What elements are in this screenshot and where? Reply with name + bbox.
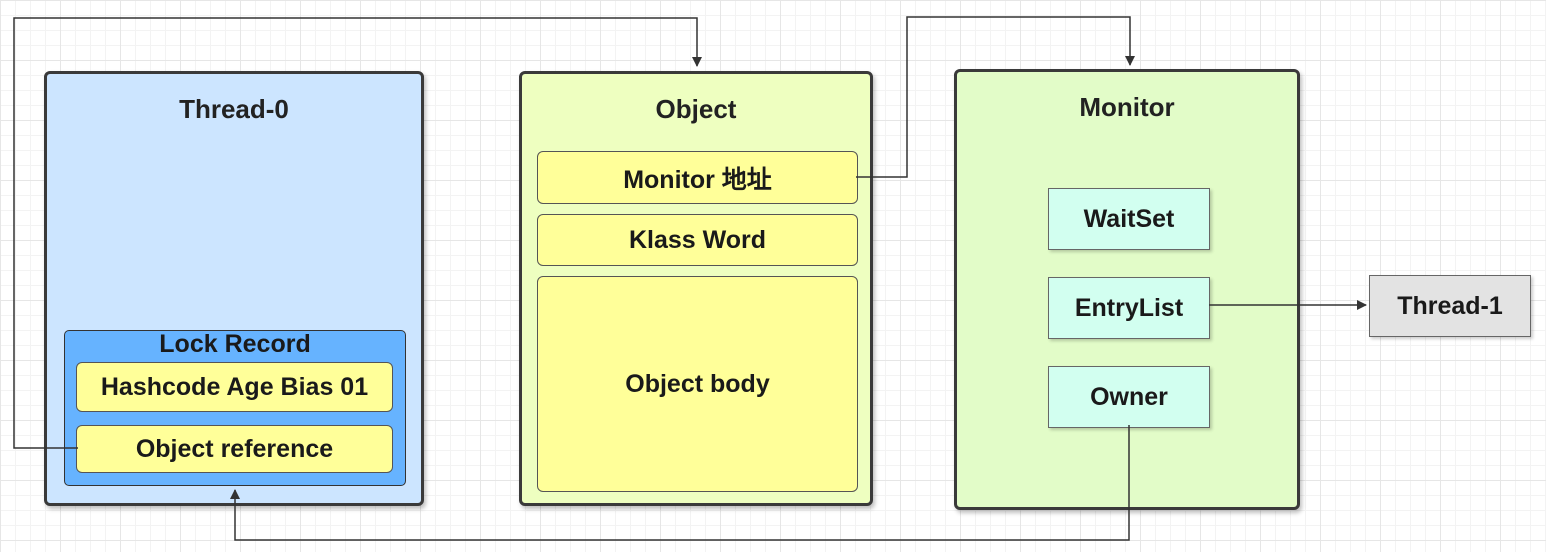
monitor-box: Monitor WaitSet EntryList Owner — [954, 69, 1300, 510]
object-reference-field: Object reference — [76, 425, 393, 473]
hashcode-age-bias-field: Hashcode Age Bias 01 — [76, 362, 393, 412]
thread0-title: Thread-0 — [179, 94, 289, 124]
monitor-address-connector — [856, 16, 1135, 178]
monitor-address-field: Monitor 地址 — [537, 151, 858, 204]
thread1-box: Thread-1 — [1369, 275, 1531, 337]
thread0-box: Thread-0 Lock Record Hashcode Age Bias 0… — [44, 71, 424, 506]
waitset-box: WaitSet — [1048, 188, 1210, 250]
entrylist-box: EntryList — [1048, 277, 1210, 339]
monitor-title: Monitor — [1079, 92, 1175, 122]
object-body-field: Object body — [537, 276, 858, 492]
object-box: Object Monitor 地址 Klass Word Object body — [519, 71, 873, 506]
object-reference-connector — [13, 17, 702, 449]
owner-box: Owner — [1048, 366, 1210, 428]
lock-record-title: Lock Record — [159, 330, 311, 358]
klass-word-field: Klass Word — [537, 214, 858, 266]
object-title: Object — [655, 94, 737, 124]
owner-to-thread0-connector — [230, 425, 1130, 541]
lock-record-box: Lock Record Hashcode Age Bias 01 Object … — [64, 330, 406, 486]
